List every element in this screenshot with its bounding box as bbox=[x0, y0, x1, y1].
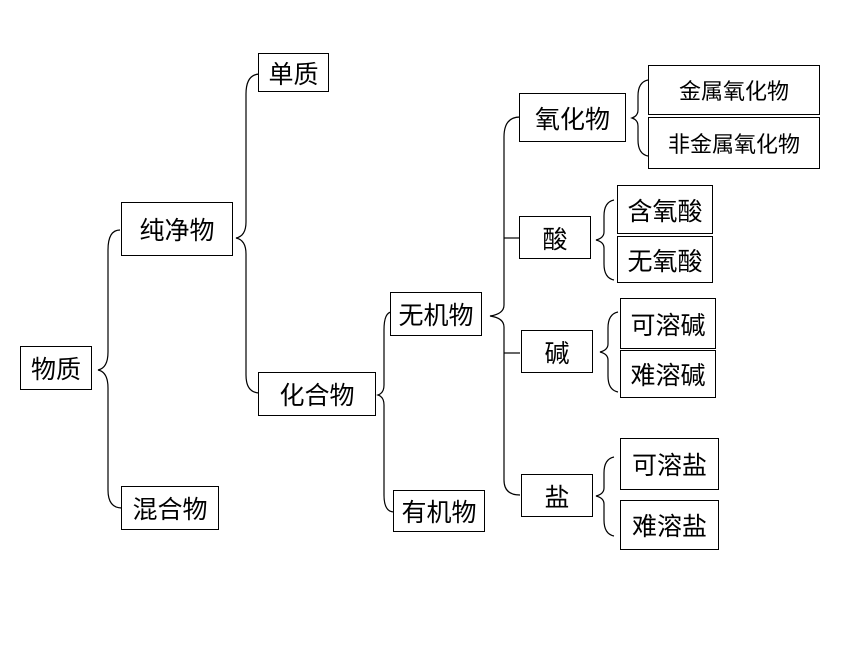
node-soluble-base: 可溶碱 bbox=[620, 298, 716, 349]
brace-matter bbox=[97, 229, 123, 509]
node-matter: 物质 bbox=[20, 346, 92, 390]
node-pure: 纯净物 bbox=[121, 202, 233, 256]
brace-salt bbox=[595, 456, 615, 537]
node-metal-oxide: 金属氧化物 bbox=[648, 65, 820, 115]
brace-inorganic bbox=[489, 116, 521, 496]
node-non-oxyacid: 无氧酸 bbox=[617, 236, 713, 283]
brace-compound bbox=[376, 311, 395, 513]
node-oxyacid: 含氧酸 bbox=[617, 185, 713, 234]
node-inorganic: 无机物 bbox=[390, 292, 482, 336]
node-nonmetal-oxide: 非金属氧化物 bbox=[648, 117, 820, 169]
node-mixture: 混合物 bbox=[121, 486, 219, 530]
node-soluble-salt: 可溶盐 bbox=[620, 438, 719, 490]
node-element: 单质 bbox=[258, 53, 329, 92]
brace-base bbox=[599, 311, 619, 393]
node-insoluble-salt: 难溶盐 bbox=[620, 500, 719, 550]
node-insoluble-base: 难溶碱 bbox=[620, 350, 716, 398]
node-organic: 有机物 bbox=[393, 490, 485, 532]
node-oxide: 氧化物 bbox=[519, 93, 626, 142]
node-base: 碱 bbox=[521, 330, 593, 373]
brace-pure bbox=[235, 73, 261, 394]
node-compound: 化合物 bbox=[258, 372, 376, 416]
node-acid: 酸 bbox=[519, 216, 591, 259]
node-salt: 盐 bbox=[521, 474, 593, 517]
brace-oxide bbox=[630, 79, 649, 157]
brace-acid bbox=[595, 199, 615, 281]
